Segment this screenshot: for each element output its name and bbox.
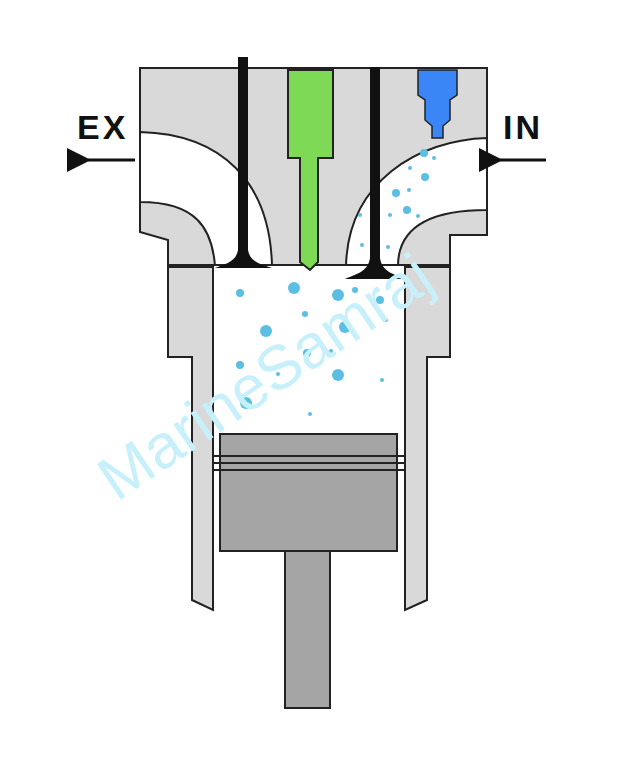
connecting-rod xyxy=(285,551,330,708)
exhaust-port xyxy=(140,132,272,266)
exhaust-label: EX xyxy=(77,108,128,147)
exhaust-arrow xyxy=(88,159,135,162)
piston-rings xyxy=(213,456,405,470)
intake-arrow xyxy=(500,159,546,162)
intake-label: IN xyxy=(503,108,543,147)
port-injector xyxy=(418,70,457,138)
fuel-injector xyxy=(288,70,333,270)
exhaust-valve xyxy=(238,57,248,257)
piston xyxy=(220,434,397,551)
intake-valve xyxy=(370,67,380,265)
intake-port xyxy=(346,138,487,266)
